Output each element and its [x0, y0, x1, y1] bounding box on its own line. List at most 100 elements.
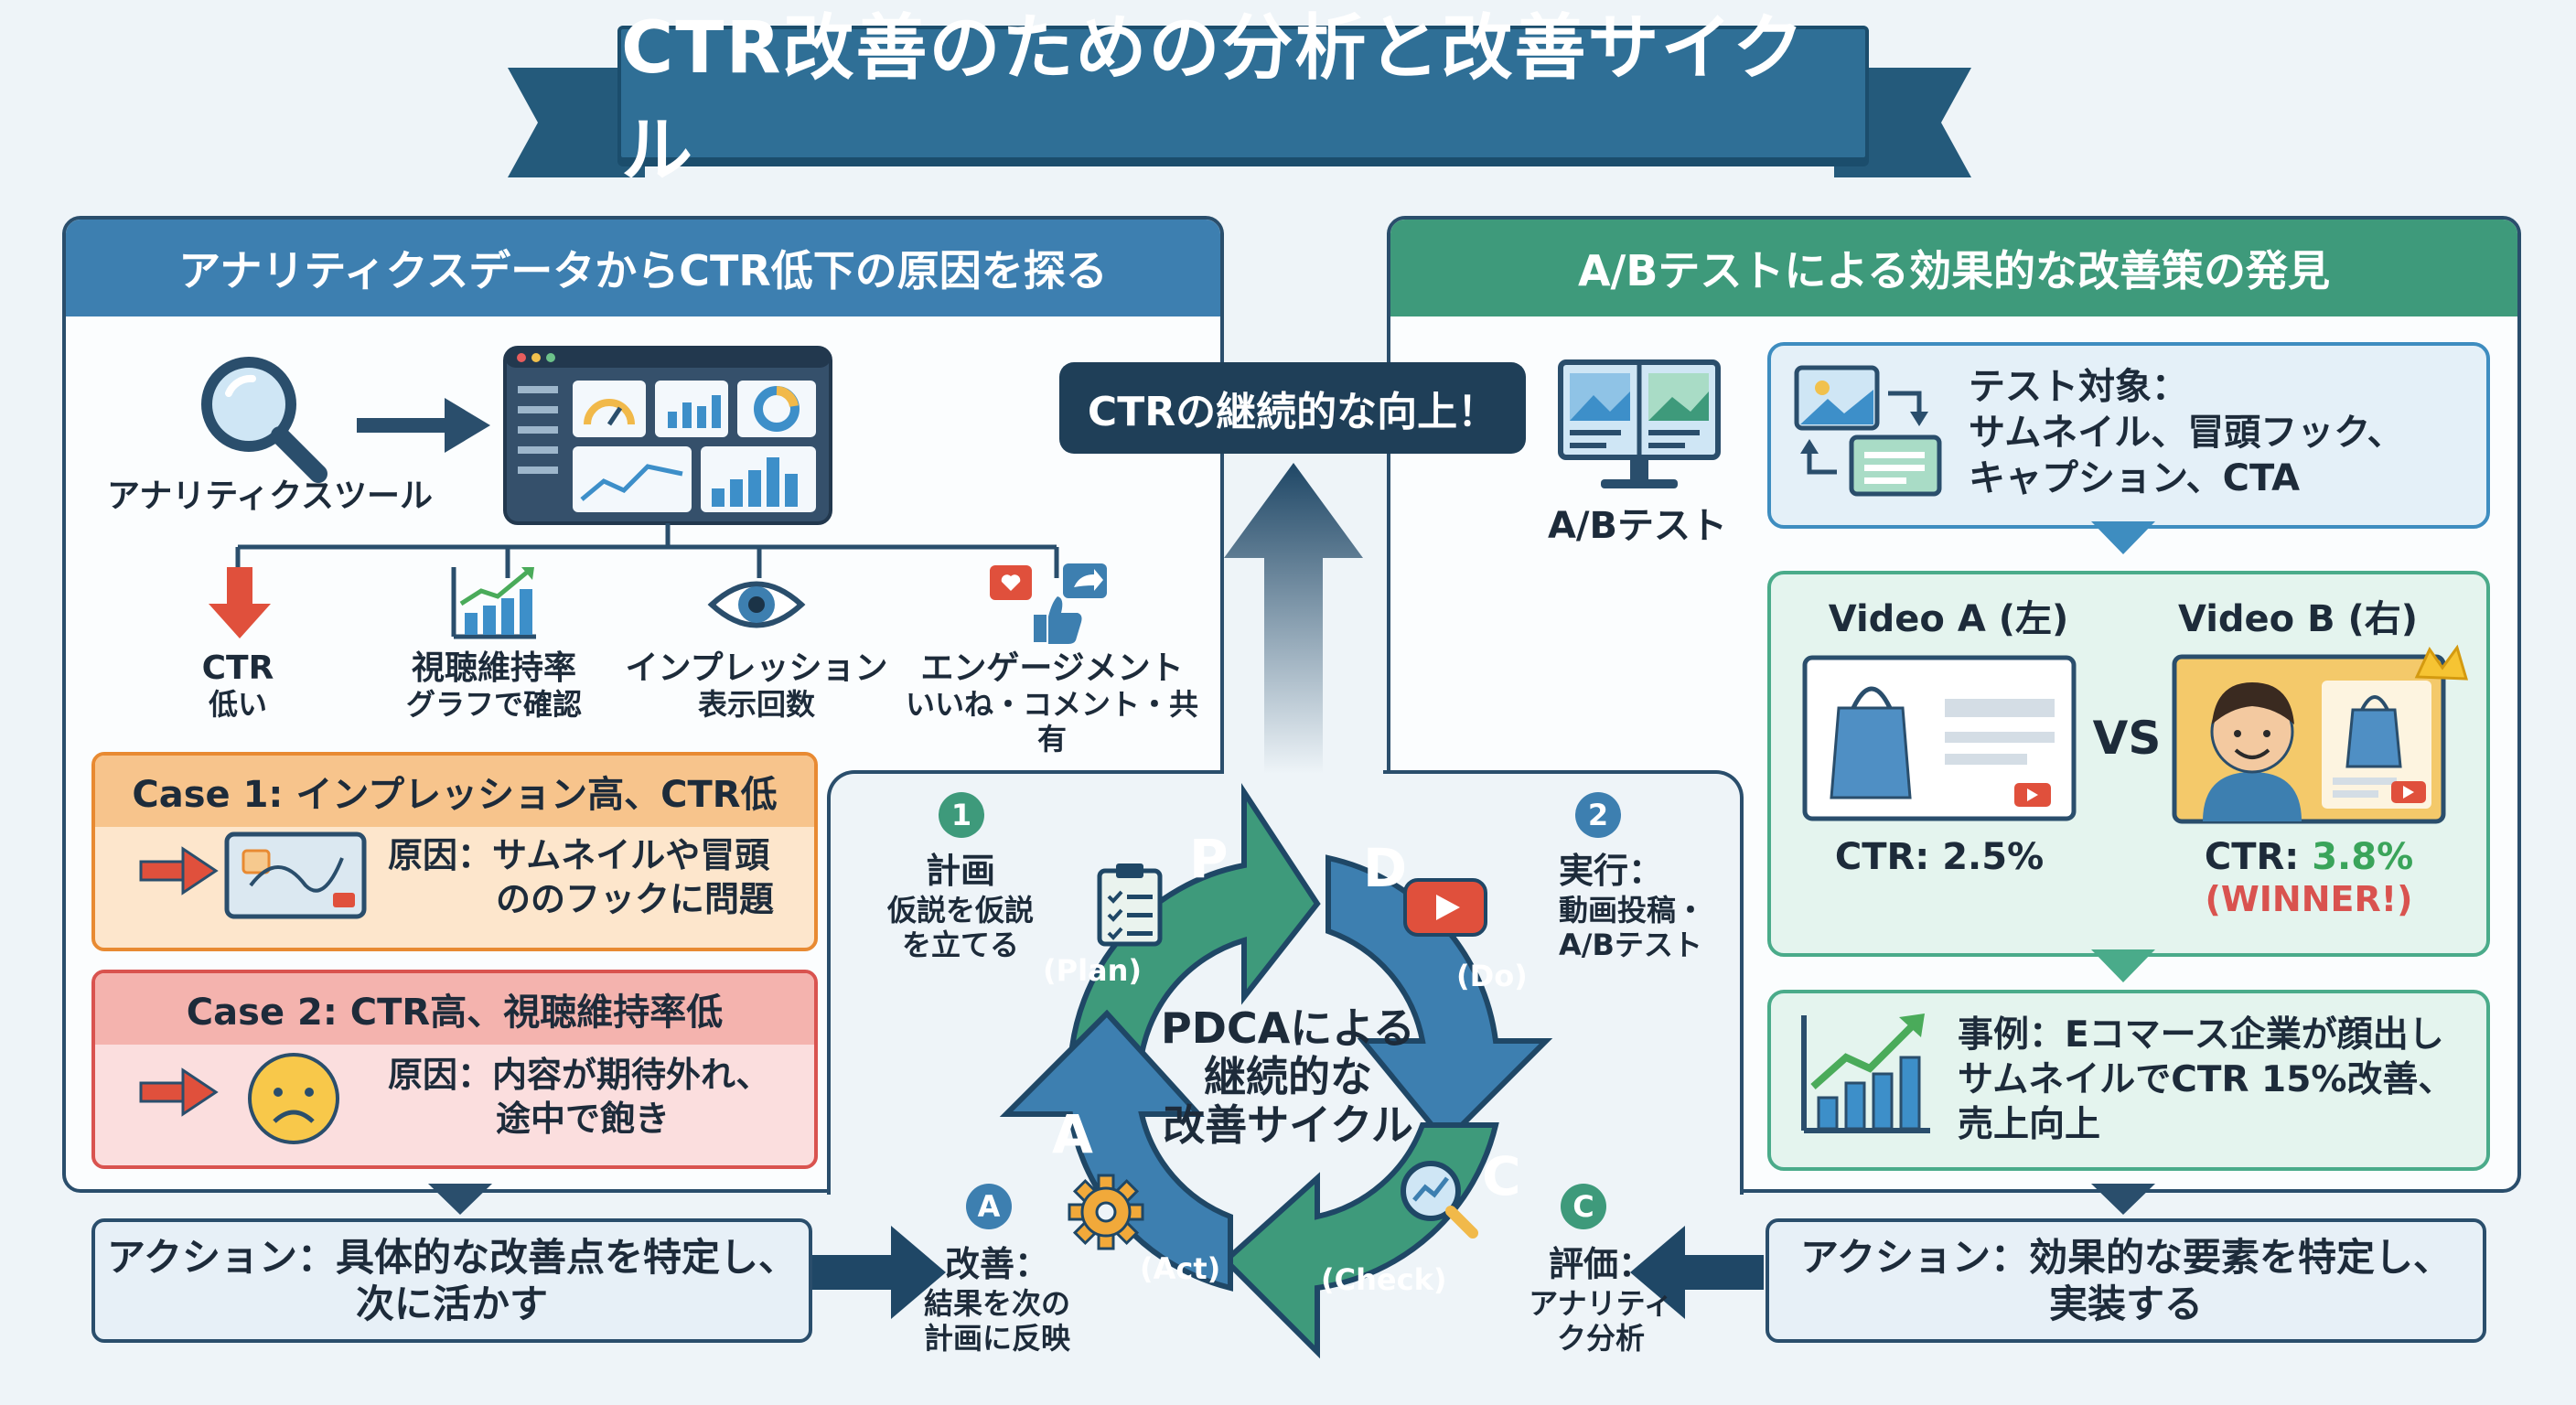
- cycle-center-line2: 継続的な: [1204, 1051, 1372, 1101]
- eye-icon: [707, 581, 806, 628]
- step-c-badge: C: [1561, 1184, 1606, 1229]
- step-a-badge: A: [966, 1184, 1012, 1229]
- case2-cause-line2: 途中で飽き: [496, 1098, 671, 1139]
- video-b-thumbnail: [2172, 644, 2469, 824]
- cycle-en-plan: (Plan): [1043, 953, 1143, 988]
- right-panel-title: A/Bテストによる効果的な改善策の発見: [1577, 246, 2331, 295]
- arrow-right-icon: [139, 1067, 219, 1117]
- case2-title: Case 2: CTR高、視聴維持率低: [95, 973, 814, 1045]
- arrow-to-cycle-right: [1630, 1226, 1764, 1319]
- thumbnail-icon: [224, 831, 367, 919]
- cycle-letter-p: P: [1189, 828, 1229, 890]
- case-study-line2: サムネイルでCTR 15%改善、: [1958, 1058, 2454, 1100]
- metric-impression-desc: 表示回数: [697, 687, 815, 723]
- case1-cause-line2: ののフックに問題: [496, 878, 775, 919]
- magnifier-chart-icon: [1401, 1161, 1478, 1239]
- engagement-icon: [990, 563, 1107, 644]
- cycle-center-line1: PDCAによる: [1161, 1003, 1415, 1053]
- cycle-letter-c: C: [1482, 1145, 1521, 1207]
- step-act-desc2: 計画に反映: [923, 1320, 1070, 1356]
- step-check-title: 評価：: [1548, 1244, 1653, 1284]
- step-1-badge: 1: [939, 792, 984, 838]
- left-action-line2: 次に活かす: [355, 1282, 548, 1326]
- cycle-letter-d: D: [1363, 837, 1408, 899]
- chevron-down-icon: [2091, 949, 2155, 982]
- arrow-down-icon: [209, 567, 271, 638]
- left-panel-header: アナリティクスデータからCTR低下の原因を探る: [66, 220, 1220, 316]
- title-banner: CTR改善のための分析と改善サイクル: [508, 7, 1971, 192]
- sad-face-icon: [248, 1053, 339, 1144]
- gear-icon: [1068, 1174, 1144, 1250]
- chevron-down-icon: [428, 1184, 492, 1215]
- arrow-right-icon: [139, 846, 219, 896]
- step-plan-desc2: を立てる: [901, 927, 1019, 962]
- ab-test-label: A/Bテスト: [1547, 505, 1728, 547]
- cycle-en-do: (Do): [1456, 959, 1528, 993]
- magnifier-icon: [201, 357, 327, 483]
- arrow-right-icon: [357, 398, 490, 453]
- left-panel-title: アナリティクスデータからCTR低下の原因を探る: [178, 246, 1108, 295]
- case-study-line3: 売上向上: [1958, 1103, 2101, 1145]
- step-do-desc1: 動画投稿・: [1559, 892, 1706, 928]
- case2-card: Case 2: CTR高、視聴維持率低: [91, 970, 818, 1169]
- ab-test-monitor-icon: [1558, 359, 1721, 488]
- step-plan-desc1: 仮説を仮説: [886, 892, 1034, 928]
- metric-retention-title: 視聴維持率: [411, 649, 576, 687]
- video-a-label: Video A (左): [1828, 598, 2069, 640]
- metric-engagement-desc: いいね・コメント・共有: [905, 687, 1198, 757]
- pdca-cycle: [999, 782, 1553, 1359]
- ctr-goal-text: CTRの継続的な向上！: [1087, 389, 1498, 435]
- step-do-desc2: A/Bテスト: [1559, 927, 1702, 962]
- video-b-label: Video B (右): [2177, 598, 2419, 640]
- rising-chart-icon: [451, 567, 536, 639]
- dashboard-icon: [503, 346, 832, 525]
- step-check-desc2: ク分析: [1556, 1320, 1645, 1356]
- clipboard-icon: [1097, 863, 1163, 947]
- vs-label: VS: [2092, 712, 2162, 765]
- growth-chart-icon: [1801, 1014, 1930, 1133]
- ctr-a-value: CTR: 2.5%: [1834, 836, 2045, 878]
- step-act-desc1: 結果を次の: [923, 1285, 1070, 1321]
- metric-engagement-title: エンゲージメント: [920, 649, 1184, 687]
- ctr-b-label: CTR:: [2204, 836, 2313, 878]
- analytics-tool-label: アナリティクスツール: [106, 477, 434, 515]
- test-target-title: テスト対象：: [1969, 366, 2188, 408]
- right-action-line2: 実装する: [2048, 1282, 2203, 1326]
- case-study-line1: 事例：Eコマース企業が顔出し: [1958, 1014, 2444, 1056]
- winner-badge: (WINNER!): [2205, 879, 2413, 920]
- right-action-line1: アクション：効果的な要素を特定し、: [1800, 1234, 2452, 1280]
- test-target-items1: サムネイル、冒頭フック、: [1969, 412, 2404, 454]
- chevron-down-icon: [2091, 1184, 2155, 1215]
- left-action-line1: アクション：具体的な改善点を特定し、: [107, 1234, 797, 1280]
- video-play-icon: [1403, 878, 1487, 937]
- step-act-title: 改善：: [944, 1244, 1049, 1284]
- ctr-b-value: 3.8%: [2312, 836, 2414, 878]
- video-a-thumbnail: [1802, 655, 2077, 821]
- ctr-goal-badge: CTRの継続的な向上！: [1059, 362, 1526, 454]
- upward-arrow: [1224, 463, 1363, 774]
- swap-icon: [1794, 365, 1942, 497]
- step-do-title: 実行：: [1559, 851, 1664, 891]
- case1-cause-line1: 原因：サムネイルや冒頭: [388, 835, 770, 875]
- left-action-box: アクション：具体的な改善点を特定し、 次に活かす: [91, 1218, 812, 1343]
- test-target-items2: キャプション、CTA: [1969, 457, 2301, 499]
- right-action-box: アクション：効果的な要素を特定し、 実装する: [1766, 1218, 2486, 1343]
- metric-impression-title: インプレッション: [625, 649, 888, 687]
- step-2-badge: 2: [1575, 792, 1621, 838]
- step-plan-title: 計画: [925, 851, 995, 891]
- metric-ctr-desc: 低い: [208, 687, 267, 723]
- right-panel-header: A/Bテストによる効果的な改善策の発見: [1390, 220, 2517, 316]
- step-check-desc1: アナリティ: [1529, 1285, 1673, 1321]
- metric-ctr-title: CTR: [201, 649, 274, 687]
- connector-lines: [235, 523, 1059, 578]
- case1-title: Case 1: インプレッション高、CTR低: [95, 756, 814, 827]
- page-title: CTR改善のための分析と改善サイクル: [621, 7, 1806, 192]
- arrow-to-cycle-left: [812, 1226, 946, 1319]
- cycle-en-check: (Check): [1321, 1262, 1447, 1297]
- cycle-letter-a: A: [1052, 1103, 1093, 1165]
- cycle-en-act: (Act): [1140, 1251, 1221, 1286]
- case1-card: Case 1: インプレッション高、CTR低: [91, 752, 818, 951]
- chevron-down-icon: [2091, 521, 2155, 554]
- cycle-center-line3: 改善サイクル: [1163, 1099, 1413, 1150]
- case2-cause-line1: 原因：内容が期待外れ、: [388, 1055, 771, 1095]
